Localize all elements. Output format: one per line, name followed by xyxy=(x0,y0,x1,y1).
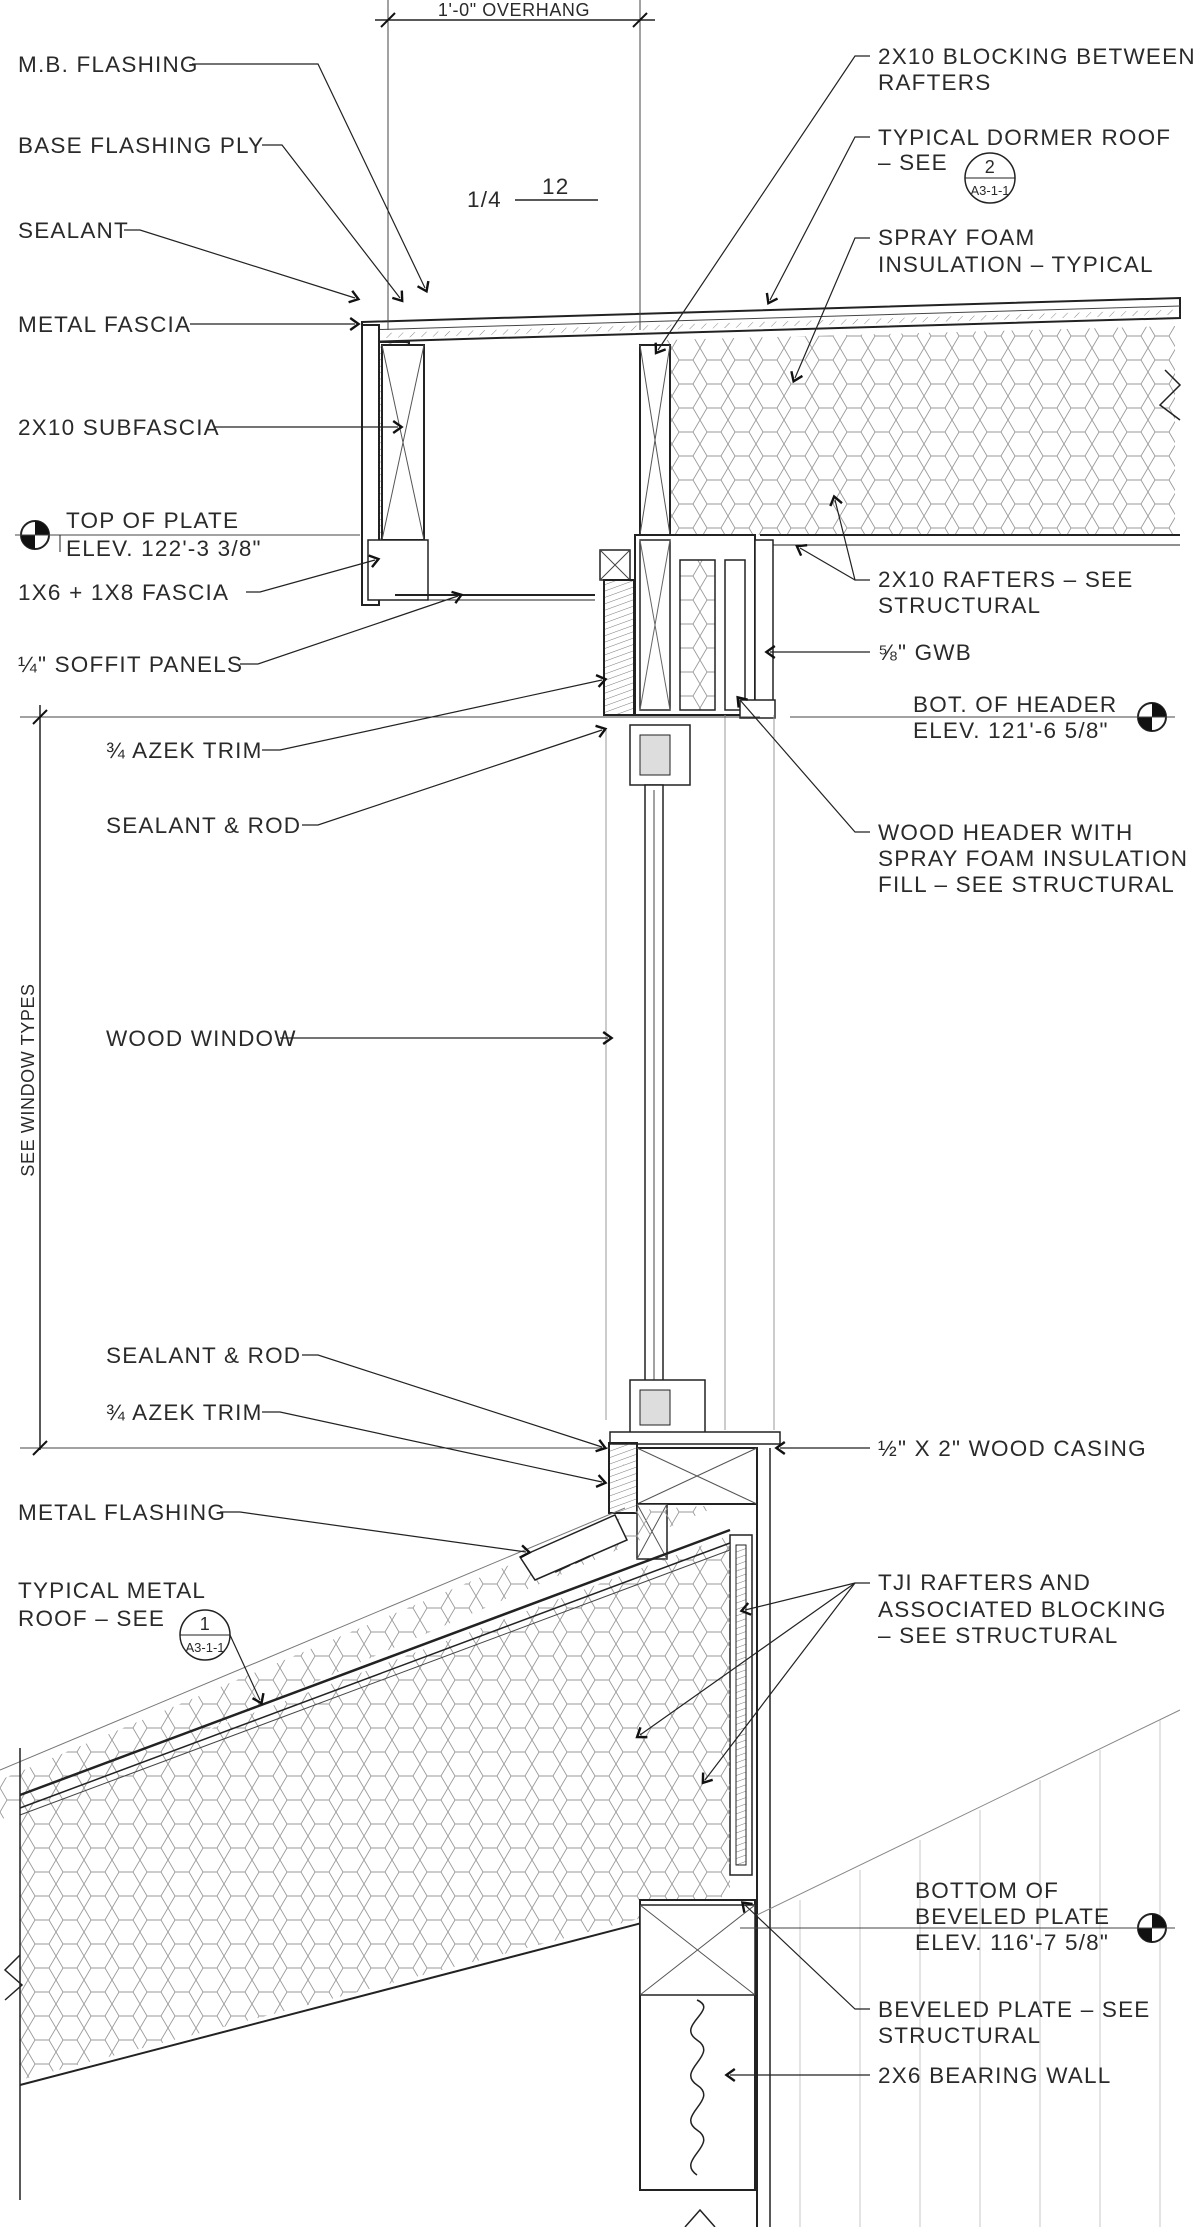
metal-roof-ref-sheet: A3-1-1 xyxy=(185,1640,224,1655)
label-tji-2: ASSOCIATED BLOCKING xyxy=(878,1597,1167,1622)
label-top-of-plate: TOP OF PLATE xyxy=(66,508,239,533)
label-1x6-1x8-fascia: 1X6 + 1X8 FASCIA xyxy=(18,580,229,605)
label-azek-trim-top: ¾ AZEK TRIM xyxy=(106,738,263,763)
roof-slope-indicator: 1/4 12 xyxy=(467,174,598,212)
top-of-plate-marker xyxy=(15,520,360,552)
label-wood-header-3: FILL – SEE STRUCTURAL xyxy=(878,872,1175,897)
label-bearing-wall: 2X6 BEARING WALL xyxy=(878,2063,1111,2088)
label-base-flashing-ply: BASE FLASHING PLY xyxy=(18,133,264,158)
label-bot-of-header: BOT. OF HEADER xyxy=(913,692,1117,717)
label-spray-foam-1: SPRAY FOAM xyxy=(878,225,1035,250)
label-wood-header-1: WOOD HEADER WITH xyxy=(878,820,1133,845)
label-wood-casing: ½" X 2" WOOD CASING xyxy=(878,1436,1147,1461)
slope-rise: 1/4 xyxy=(467,187,502,212)
label-gwb: ⅝" GWB xyxy=(878,640,972,665)
label-blocking-2: RAFTERS xyxy=(878,70,991,95)
label-tji-3: – SEE STRUCTURAL xyxy=(878,1623,1119,1648)
label-rafters-2: STRUCTURAL xyxy=(878,593,1041,618)
window-height-dimension: SEE WINDOW TYPES xyxy=(18,705,760,1456)
label-bottom-beveled-1: BOTTOM OF xyxy=(915,1878,1059,1903)
label-mb-flashing: M.B. FLASHING xyxy=(18,52,199,77)
label-bot-of-header-elev: ELEV. 121'-6 5/8" xyxy=(913,718,1109,743)
label-bottom-beveled-elev: ELEV. 116'-7 5/8" xyxy=(915,1930,1109,1955)
label-bottom-beveled-2: BEVELED PLATE xyxy=(915,1904,1110,1929)
label-tji-1: TJI RAFTERS AND xyxy=(878,1570,1091,1595)
metal-roof-ref-bubble[interactable]: 1 A3-1-1 xyxy=(179,1609,231,1661)
label-wood-header-2: SPRAY FOAM INSULATION xyxy=(878,846,1188,871)
label-top-of-plate-elev: ELEV. 122'-3 3/8" xyxy=(66,536,262,561)
label-soffit-panels: ¼" SOFFIT PANELS xyxy=(18,652,243,677)
label-rafters-1: 2X10 RAFTERS – SEE xyxy=(878,567,1133,592)
left-annotations: M.B. FLASHING BASE FLASHING PLY SEALANT … xyxy=(18,52,614,1706)
dormer-ref-bubble[interactable]: 2 A3-1-1 xyxy=(964,152,1016,204)
label-dormer-roof-1: TYPICAL DORMER ROOF xyxy=(878,125,1171,150)
dormer-ref-sheet: A3-1-1 xyxy=(970,183,1009,198)
label-spray-foam-2: INSULATION – TYPICAL xyxy=(878,252,1154,277)
label-metal-fascia: METAL FASCIA xyxy=(18,312,191,337)
bottom-beveled-plate-marker xyxy=(740,1913,1175,1943)
lower-metal-roof-assembly xyxy=(0,1505,1181,2227)
label-typical-metal-roof-1: TYPICAL METAL xyxy=(18,1578,206,1603)
wood-header-assembly xyxy=(599,534,776,719)
label-dormer-roof-2: – SEE xyxy=(878,150,948,175)
dormer-ref-number: 2 xyxy=(985,157,996,177)
right-annotations: 2X10 BLOCKING BETWEEN RAFTERS TYPICAL DO… xyxy=(635,44,1196,2088)
metal-roof-ref-number: 1 xyxy=(200,1614,211,1634)
overhang-label: 1'-0" OVERHANG xyxy=(438,0,590,20)
label-wood-window: WOOD WINDOW xyxy=(106,1026,297,1051)
label-sealant-rod-bottom: SEALANT & ROD xyxy=(106,1343,301,1368)
label-metal-flashing: METAL FLASHING xyxy=(18,1500,226,1525)
label-sealant-rod-top: SEALANT & ROD xyxy=(106,813,301,838)
bot-of-header-marker xyxy=(790,702,1175,732)
wood-window-unit xyxy=(605,715,781,1445)
label-2x10-subfascia: 2X10 SUBFASCIA xyxy=(18,415,220,440)
label-blocking-1: 2X10 BLOCKING BETWEEN xyxy=(878,44,1196,69)
label-typical-metal-roof-2: ROOF – SEE xyxy=(18,1606,165,1631)
see-window-types-label: SEE WINDOW TYPES xyxy=(18,983,38,1176)
overhang-dimension: 1'-0" OVERHANG xyxy=(375,0,655,330)
label-azek-trim-bottom: ¾ AZEK TRIM xyxy=(106,1400,263,1425)
label-sealant: SEALANT xyxy=(18,218,129,243)
label-beveled-plate-1: BEVELED PLATE – SEE xyxy=(878,1997,1151,2022)
label-beveled-plate-2: STRUCTURAL xyxy=(878,2023,1041,2048)
slope-run: 12 xyxy=(542,174,569,199)
